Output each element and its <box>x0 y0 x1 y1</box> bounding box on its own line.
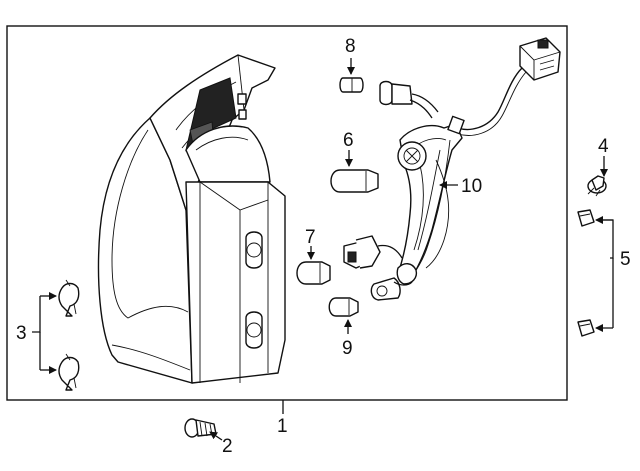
callout-1: 1 <box>277 416 288 437</box>
screw-2 <box>184 418 217 438</box>
nut-5-upper <box>577 209 595 227</box>
socket-wiring-harness <box>343 37 561 301</box>
callout-10: 10 <box>461 176 482 197</box>
bulb-7 <box>296 261 331 285</box>
callout-3: 3 <box>16 323 27 344</box>
push-pin-4 <box>587 175 607 197</box>
callout-5: 5 <box>620 249 631 270</box>
nut-5-lower <box>577 319 595 337</box>
clip-3-upper <box>58 279 80 317</box>
callout-9: 9 <box>342 338 353 359</box>
clip-3-lower <box>58 353 80 391</box>
bulb-8 <box>339 77 364 93</box>
bulb-9 <box>328 297 359 317</box>
callout-6: 6 <box>343 130 354 151</box>
callout-4: 4 <box>598 136 609 157</box>
diagram-frame <box>6 25 568 401</box>
callout-8: 8 <box>345 36 356 57</box>
callout-7: 7 <box>305 227 316 248</box>
callout-2: 2 <box>222 436 233 457</box>
bulb-6 <box>330 169 379 193</box>
tail-lamp-assembly <box>97 54 286 384</box>
